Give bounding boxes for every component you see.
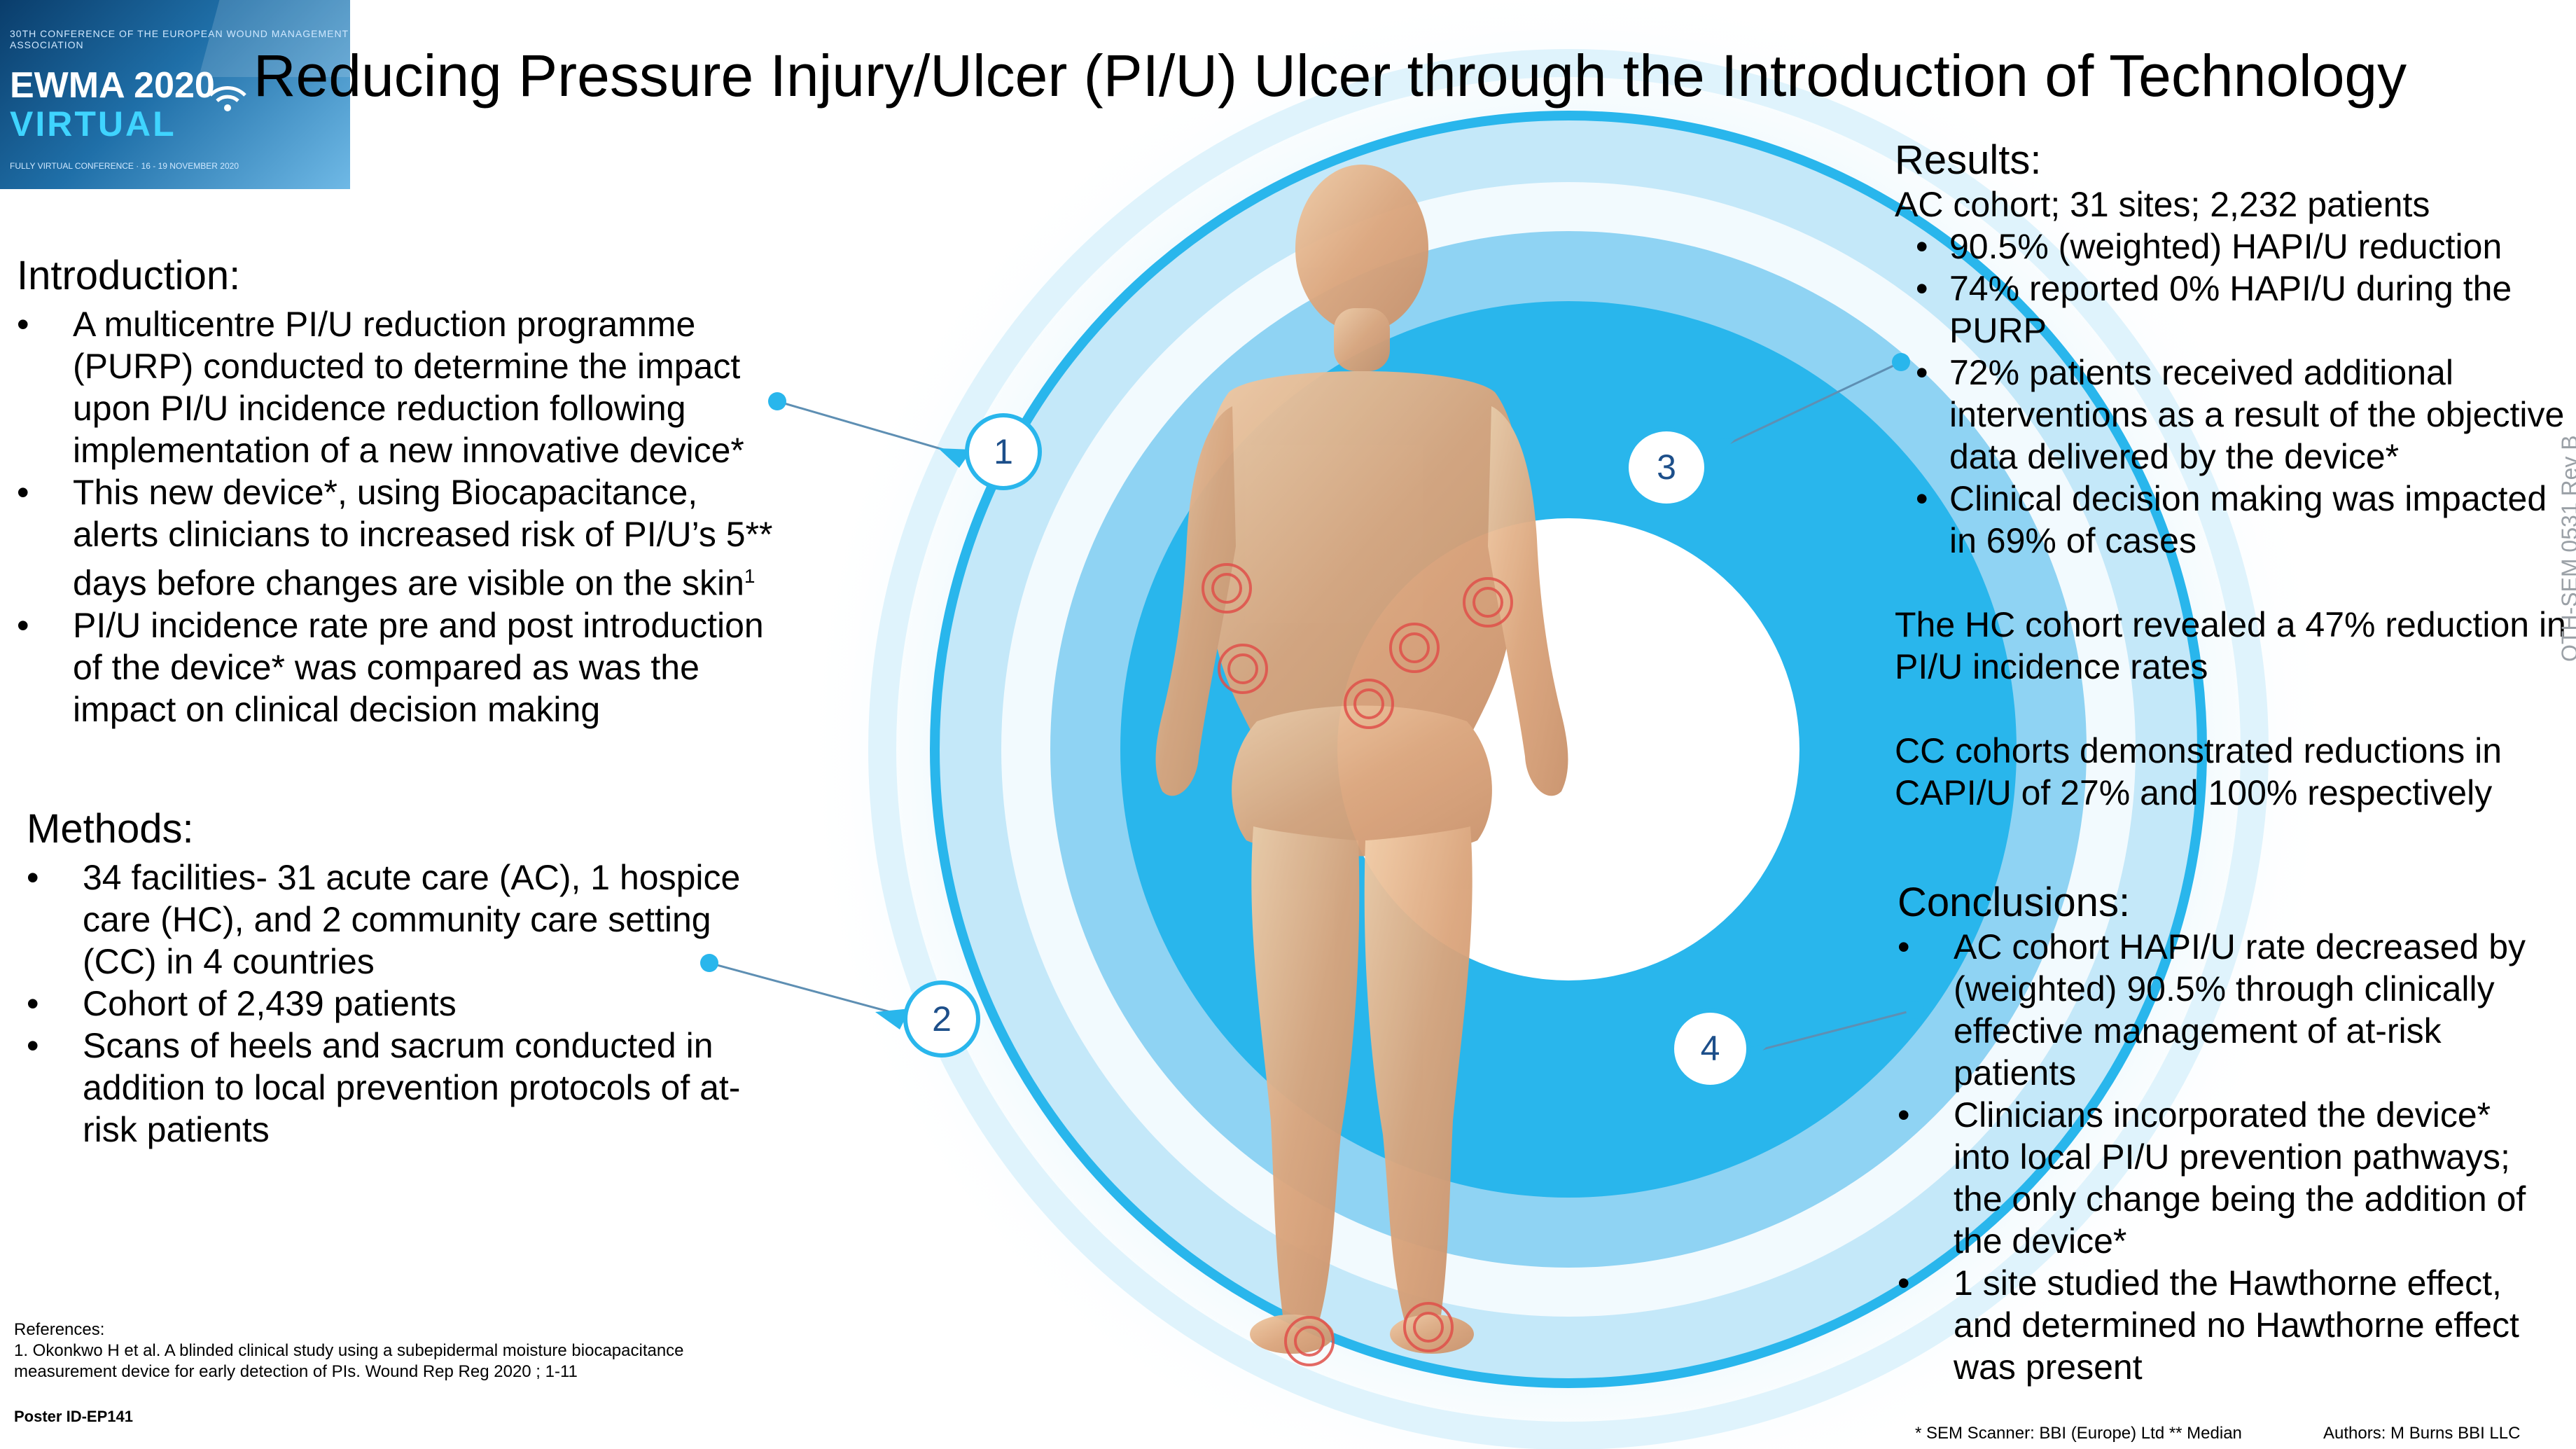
logo-subtitle: VIRTUAL: [10, 104, 176, 144]
logo-conference-line: 30TH CONFERENCE OF THE EUROPEAN WOUND MA…: [10, 28, 349, 50]
list-item: Scans of heels and sacrum conducted in a…: [27, 1025, 790, 1151]
logo-dates: FULLY VIRTUAL CONFERENCE · 16 - 19 NOVEM…: [10, 161, 239, 171]
conclusions-section: Conclusions: AC cohort HAPI/U rate decre…: [1898, 879, 2549, 1388]
references-section: References: 1. Okonkwo H et al. A blinde…: [14, 1319, 784, 1382]
results-ac-line: AC cohort; 31 sites; 2,232 patients: [1895, 185, 2430, 224]
list-item: 74% reported 0% HAPI/U during the PURP: [1895, 268, 2576, 352]
poster-id: Poster ID-EP141: [14, 1408, 133, 1425]
list-item: PI/U incidence rate pre and post introdu…: [17, 604, 787, 730]
reference-item: 1. Okonkwo H et al. A blinded clinical s…: [14, 1341, 684, 1381]
marker-2: 2: [903, 980, 980, 1058]
conclusions-heading: Conclusions:: [1898, 880, 2131, 925]
methods-heading: Methods:: [27, 806, 194, 852]
results-cc: CC cohorts demonstrated reductions in CA…: [1895, 731, 2502, 812]
authors: Authors: M Burns BBI LLC: [2323, 1424, 2521, 1443]
document-code: OTH-SEM 0531 Rev B: [2557, 435, 2576, 662]
methods-section: Methods: 34 facilities- 31 acute care (A…: [27, 805, 790, 1151]
marker-3: 3: [1624, 427, 1708, 508]
references-heading: References:: [14, 1320, 105, 1339]
marker-4: 4: [1670, 1008, 1750, 1089]
list-item: 72% patients received additional interve…: [1895, 352, 2576, 478]
marker-1: 1: [965, 413, 1042, 490]
list-item: AC cohort HAPI/U rate decreased by (weig…: [1898, 926, 2549, 1094]
sensor-hotspots: [1202, 563, 1513, 1366]
methods-list: 34 facilities- 31 acute care (AC), 1 hos…: [27, 857, 790, 1151]
logo-title: EWMA 2020: [10, 65, 215, 106]
introduction-section: Introduction: A multicentre PI/U reducti…: [17, 252, 787, 730]
poster-title: Reducing Pressure Injury/Ulcer (PI/U) Ul…: [253, 43, 2407, 109]
human-body-figure: [1155, 165, 1568, 1354]
introduction-heading: Introduction:: [17, 253, 241, 298]
results-heading: Results:: [1895, 137, 2042, 183]
results-list: 90.5% (weighted) HAPI/U reduction 74% re…: [1895, 226, 2576, 562]
superscript: 1: [744, 565, 756, 587]
list-item: 34 facilities- 31 acute care (AC), 1 hos…: [27, 857, 790, 983]
results-section: Results: AC cohort; 31 sites; 2,232 pati…: [1895, 137, 2576, 814]
conclusions-list: AC cohort HAPI/U rate decreased by (weig…: [1898, 926, 2549, 1388]
footnote: * SEM Scanner: BBI (Europe) Ltd ** Media…: [1915, 1424, 2242, 1443]
list-item: This new device*, using Biocapacitance, …: [17, 471, 787, 604]
list-item: A multicentre PI/U reduction programme (…: [17, 303, 787, 471]
outer-faint-ring: [868, 49, 2269, 1449]
outer-blue-ring: [930, 111, 2207, 1388]
results-hc: The HC cohort revealed a 47% reduction i…: [1895, 605, 2566, 686]
ewma-logo: 30TH CONFERENCE OF THE EUROPEAN WOUND MA…: [0, 0, 350, 189]
list-item: Clinical decision making was impacted in…: [1895, 478, 2576, 562]
list-item: 1 site studied the Hawthorne effect, and…: [1898, 1262, 2549, 1388]
introduction-list: A multicentre PI/U reduction programme (…: [17, 303, 787, 730]
wifi-icon: [209, 86, 246, 111]
list-item: Cohort of 2,439 patients: [27, 983, 790, 1025]
list-item: 90.5% (weighted) HAPI/U reduction: [1895, 226, 2576, 268]
list-item: Clinicians incorporated the device* into…: [1898, 1094, 2549, 1262]
